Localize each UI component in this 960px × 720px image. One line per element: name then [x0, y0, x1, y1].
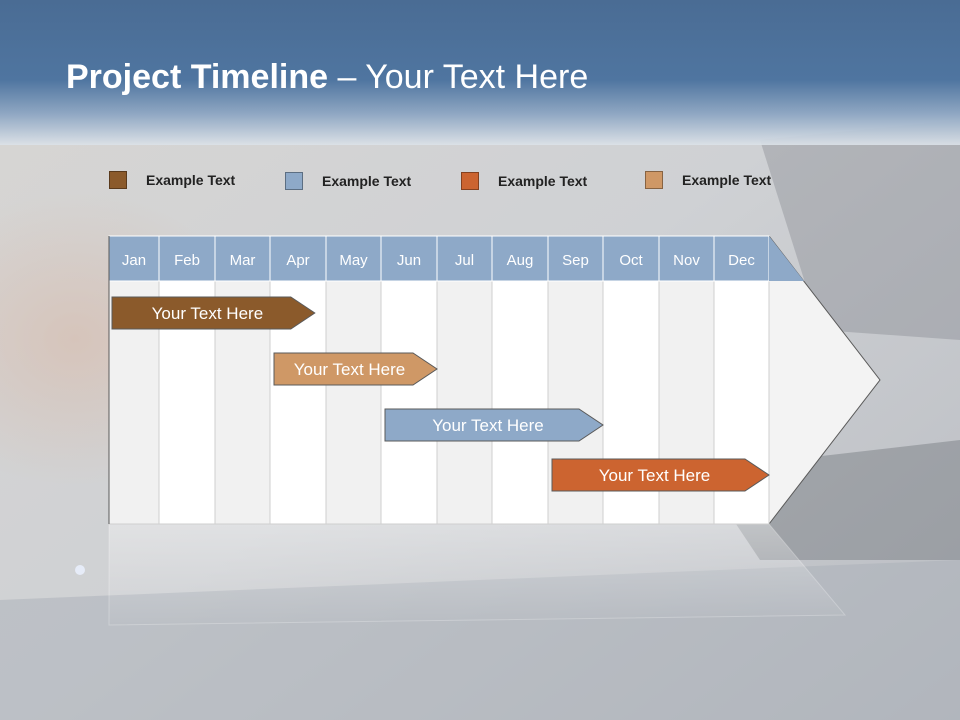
- month-label: Feb: [174, 252, 200, 269]
- month-label: Sep: [562, 252, 589, 269]
- month-column-may: [325, 280, 382, 525]
- month-label: Aug: [507, 252, 534, 269]
- task-bar-1: [111, 296, 316, 330]
- month-label: Apr: [286, 252, 309, 269]
- legend-swatch-3: [461, 172, 479, 190]
- task-bar-label-4: Your Text Here: [599, 466, 711, 485]
- legend-swatch-4: [645, 171, 663, 189]
- legend-label-3: Example Text: [498, 173, 588, 189]
- page-title: Project Timeline – Your Text Here: [66, 58, 588, 97]
- title-rest: – Your Text Here: [328, 58, 589, 96]
- legend-swatch-1: [109, 171, 127, 189]
- month-label: Jun: [397, 252, 421, 269]
- month-label: Jul: [455, 252, 474, 269]
- month-column-jul: [436, 280, 493, 525]
- month-label: Oct: [619, 252, 643, 269]
- month-header-jul: [436, 235, 493, 282]
- task-bar-2: [273, 352, 438, 386]
- month-label: Jan: [122, 252, 146, 269]
- task-bar-label-2: Your Text Here: [294, 360, 406, 379]
- month-header-tip: [769, 236, 804, 281]
- month-header-row: Jan Feb Mar Apr May Jun Jul Aug Sep Oct Nov Dec: [108, 235, 804, 524]
- month-header-jun: [380, 235, 438, 282]
- month-header-sep: [547, 235, 604, 282]
- title-bold: Project Timeline: [66, 58, 329, 96]
- month-header-mar: [214, 235, 271, 282]
- month-label: Nov: [673, 252, 700, 269]
- task-bar-4: [551, 458, 770, 492]
- month-label: May: [339, 252, 368, 269]
- header-band: [0, 0, 960, 145]
- legend-swatch-2: [285, 172, 303, 190]
- task-bar-label-3: Your Text Here: [432, 416, 544, 435]
- month-column-jun: [380, 280, 438, 525]
- task-bar-label-1: Your Text Here: [152, 304, 264, 323]
- legend-label-4: Example Text: [682, 172, 772, 188]
- legend-label-1: Example Text: [146, 172, 236, 188]
- month-column-aug: [491, 280, 549, 525]
- legend-label-2: Example Text: [322, 173, 412, 189]
- month-header-apr: [269, 235, 327, 282]
- month-label: Mar: [230, 252, 256, 269]
- month-label: Dec: [728, 252, 755, 269]
- timeline-reflection: [108, 523, 847, 626]
- task-bar-3: [384, 408, 604, 442]
